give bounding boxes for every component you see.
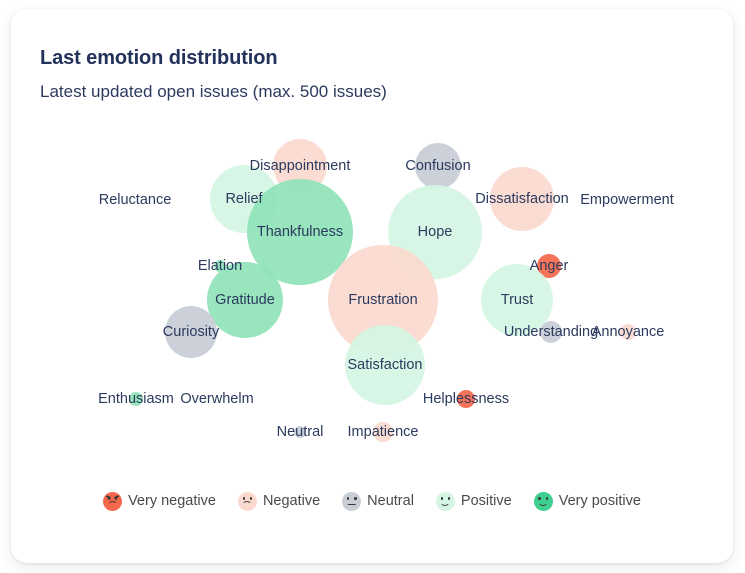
- bubble-annoyance[interactable]: [620, 324, 636, 340]
- chart-legend: Very negative Negative Neutral Positive Very…: [11, 484, 733, 518]
- legend-label: Positive: [460, 493, 512, 509]
- bubble-curiosity[interactable]: [165, 306, 217, 358]
- bubble-label-reluctance: Reluctance: [98, 192, 172, 208]
- legend-item-very-negative[interactable]: Very negative: [103, 491, 216, 511]
- bubble-understanding[interactable]: [540, 321, 562, 343]
- legend-label: Very negative: [128, 493, 216, 509]
- bubble-confusion[interactable]: [415, 143, 461, 189]
- legend-item-neutral[interactable]: Neutral: [342, 491, 414, 511]
- smile-face-icon: [435, 491, 455, 511]
- bubble-dissatisfaction[interactable]: [490, 167, 554, 231]
- bubble-impatience[interactable]: [373, 422, 393, 442]
- angry-face-icon: [103, 491, 123, 511]
- bubble-satisfaction[interactable]: [345, 325, 425, 405]
- bubble-gratitude[interactable]: [207, 262, 283, 338]
- bubble-enthusiasm[interactable]: [129, 392, 143, 406]
- emotion-distribution-card: Last emotion distribution Latest updated…: [11, 9, 733, 563]
- flat-face-icon: [342, 491, 362, 511]
- sad-face-icon: [237, 491, 257, 511]
- smile-face-icon: [533, 491, 553, 511]
- bubble-label-empowerment: Empowerment: [580, 192, 674, 208]
- legend-item-positive[interactable]: Positive: [435, 491, 512, 511]
- legend-label: Very positive: [558, 493, 641, 509]
- card-subtitle: Latest updated open issues (max. 500 iss…: [40, 82, 387, 101]
- bubble-helplessness[interactable]: [457, 390, 475, 408]
- legend-label: Neutral: [367, 493, 414, 509]
- legend-item-negative[interactable]: Negative: [237, 491, 321, 511]
- page-title: Last emotion distribution: [40, 47, 278, 69]
- bubble-trust[interactable]: [481, 264, 553, 336]
- bubble-neutral[interactable]: [294, 426, 306, 438]
- legend-label: Negative: [262, 493, 321, 509]
- legend-item-very-positive[interactable]: Very positive: [533, 491, 641, 511]
- bubble-label-overwhelm: Overwhelm: [180, 391, 254, 407]
